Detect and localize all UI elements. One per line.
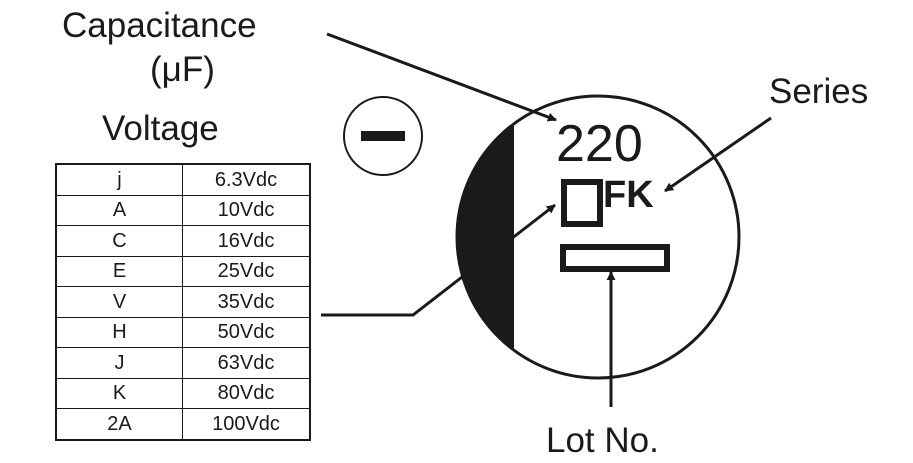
leader-lines: [321, 32, 772, 407]
rated-voltage-cell: 6.3Vdc: [182, 163, 311, 196]
lot-no-label: Lot No.: [546, 421, 659, 460]
capacitance-arrow: [326, 32, 557, 122]
series-label: Series: [769, 72, 869, 111]
series-code: FK: [603, 174, 654, 216]
rated-voltage-cell: 63Vdc: [182, 347, 311, 379]
voltage-code-box: [561, 179, 603, 227]
voltage-code-cell: K: [55, 377, 183, 409]
polarity-stripe: [457, 96, 514, 378]
voltage-code-cell: C: [55, 225, 183, 257]
voltage-label: Voltage: [102, 109, 219, 148]
polarity-minus-symbol: [343, 96, 423, 176]
voltage-code-cell: V: [55, 286, 183, 318]
voltage-code-cell: A: [55, 194, 183, 226]
rated-voltage-cell: 50Vdc: [182, 316, 311, 348]
lot-no-box: [560, 244, 670, 272]
capacitance-unit-label: (μF): [150, 50, 215, 89]
voltage-code-cell: 2A: [55, 408, 183, 440]
series-arrow: [664, 116, 772, 193]
rated-voltage-cell: 35Vdc: [182, 286, 311, 318]
voltage-code-cell: H: [55, 316, 183, 348]
capacitor-top-view: 220 FK: [455, 94, 741, 380]
voltage-code-cell: j: [55, 163, 183, 196]
rated-voltage-cell: 100Vdc: [182, 408, 311, 440]
capacitance-value: 220: [556, 115, 643, 173]
voltage-code-arrow: [321, 203, 556, 317]
capacitance-label: Capacitance: [62, 6, 257, 45]
voltage-code-cell: E: [55, 255, 183, 287]
rated-voltage-cell: 25Vdc: [182, 255, 311, 287]
rated-voltage-cell: 10Vdc: [182, 194, 311, 226]
